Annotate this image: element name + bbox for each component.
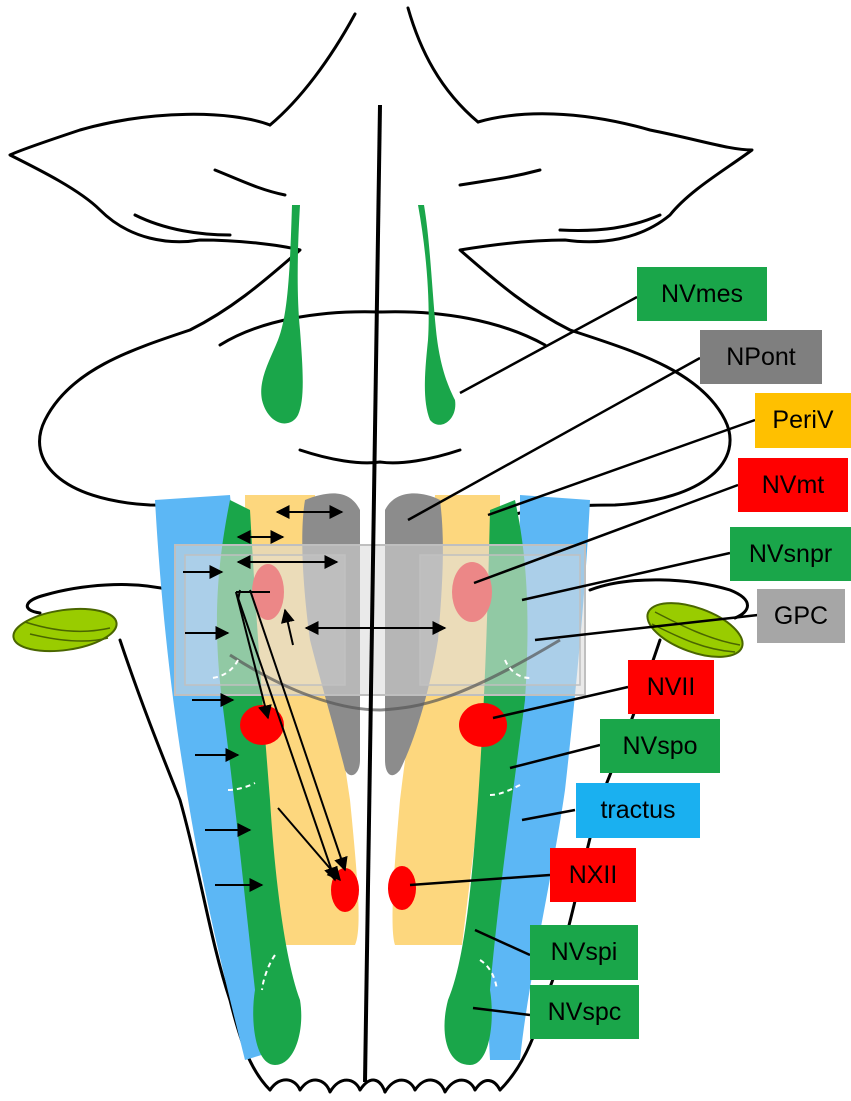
label-nvmt: NVmt — [738, 458, 848, 512]
label-nvspc: NVspc — [530, 985, 639, 1039]
label-nvsnpr: NVsnpr — [730, 527, 851, 581]
right-gpc — [640, 592, 749, 668]
label-nvmes: NVmes — [637, 267, 767, 321]
label-tractus: tractus — [576, 783, 700, 838]
label-gpc: GPC — [757, 589, 845, 643]
label-periv: PeriV — [755, 393, 851, 448]
label-nvspo: NVspo — [600, 719, 720, 773]
right-nxii — [388, 866, 416, 910]
left-nvmes — [261, 205, 303, 423]
label-nvspi: NVspi — [530, 925, 638, 980]
right-nvii — [459, 703, 507, 747]
label-nvii: NVII — [628, 660, 714, 714]
label-npont: NPont — [700, 330, 822, 384]
label-nxii: NXII — [550, 848, 636, 902]
